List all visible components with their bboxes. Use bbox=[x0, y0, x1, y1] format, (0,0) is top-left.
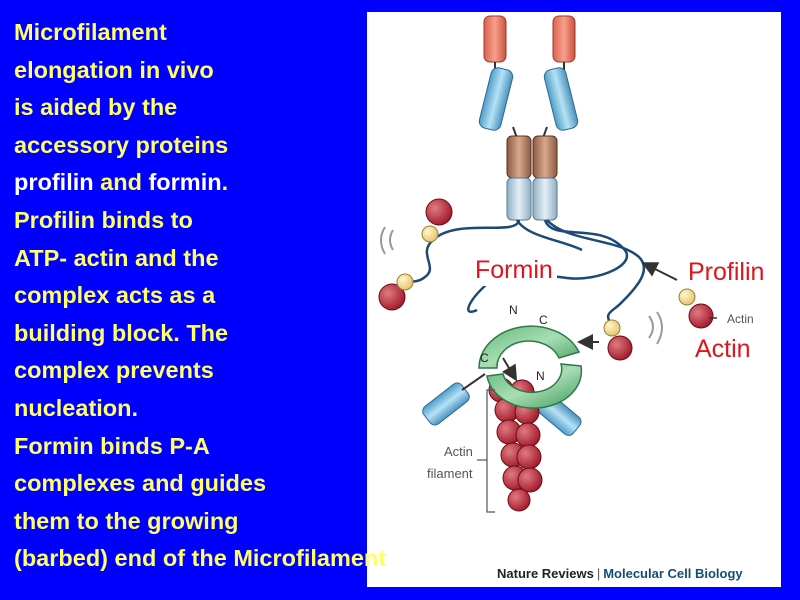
text-line: complex prevents bbox=[14, 357, 214, 384]
journal-credit: Nature Reviews|Molecular Cell Biology bbox=[497, 566, 743, 581]
n-terminus-bottom: N bbox=[536, 369, 545, 383]
small-actin-label: Actin bbox=[727, 312, 754, 326]
profilin-label: Profilin bbox=[684, 256, 769, 288]
formin-term: formin bbox=[148, 169, 222, 196]
fh2-ring: N C C N bbox=[478, 303, 583, 409]
text-line: them to the growing bbox=[14, 507, 239, 534]
text-line: ATP- actin and the bbox=[14, 244, 219, 271]
c-terminus-top: C bbox=[539, 313, 548, 327]
formin-dimer-top bbox=[478, 15, 579, 221]
text-line: (barbed) end of the Microfilament bbox=[14, 545, 387, 572]
text-line: profilin and formin. bbox=[14, 164, 514, 202]
text-line: is aided by the bbox=[14, 94, 178, 121]
profilin-term: profilin bbox=[14, 169, 94, 196]
credit-separator: | bbox=[596, 566, 601, 581]
description-text: Microfilament elongation in vivo is aide… bbox=[14, 14, 514, 578]
filament-bracket bbox=[477, 389, 495, 513]
diagram-panel: Actin N C C N bbox=[367, 12, 781, 587]
text-line: accessory proteins bbox=[14, 131, 229, 158]
text-line: Formin binds P-A bbox=[14, 432, 210, 459]
text-line: complex acts as a bbox=[14, 282, 216, 309]
text-line: complexes and guides bbox=[14, 470, 267, 497]
n-terminus-top: N bbox=[509, 303, 518, 317]
text-line: building block. The bbox=[14, 319, 229, 346]
text-line: Profilin binds to bbox=[14, 206, 193, 233]
credit-left: Nature Reviews bbox=[497, 566, 594, 581]
motion-marks bbox=[380, 226, 663, 345]
profilin-actin-complexes bbox=[378, 198, 714, 361]
actin-label: Actin bbox=[691, 333, 755, 365]
text-fragment: and bbox=[93, 169, 149, 196]
filament-label-2: filament bbox=[427, 466, 473, 481]
credit-right: Molecular Cell Biology bbox=[603, 566, 743, 581]
text-fragment: . bbox=[221, 169, 229, 196]
c-terminus-bottom: C bbox=[480, 351, 489, 365]
text-line: Microfilament bbox=[14, 19, 167, 45]
profilin-arrow bbox=[641, 262, 678, 281]
filament-label-1: Actin bbox=[444, 444, 473, 459]
formin-label: Formin bbox=[471, 254, 557, 286]
insertion-arrow bbox=[501, 357, 518, 382]
formin-diagram: Actin N C C N bbox=[378, 15, 754, 513]
text-line: nucleation. bbox=[14, 394, 139, 421]
text-line: elongation in vivo bbox=[14, 56, 214, 83]
